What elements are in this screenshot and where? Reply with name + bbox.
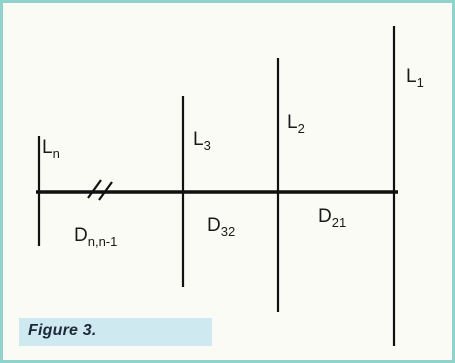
label-l2: L2: [287, 112, 305, 136]
label-l3: L3: [193, 129, 211, 153]
label-d21: D21: [318, 206, 346, 230]
figure-caption: Figure 3.: [28, 322, 97, 339]
label-d32: D32: [207, 215, 235, 239]
boom-break-mark-2: [98, 181, 113, 201]
label-dnn1: Dn,n-1: [74, 225, 117, 249]
label-ln: Ln: [42, 137, 60, 161]
label-l1: L1: [406, 66, 424, 90]
boom-break-mark-1: [87, 179, 102, 199]
caption-bar: [19, 318, 212, 346]
